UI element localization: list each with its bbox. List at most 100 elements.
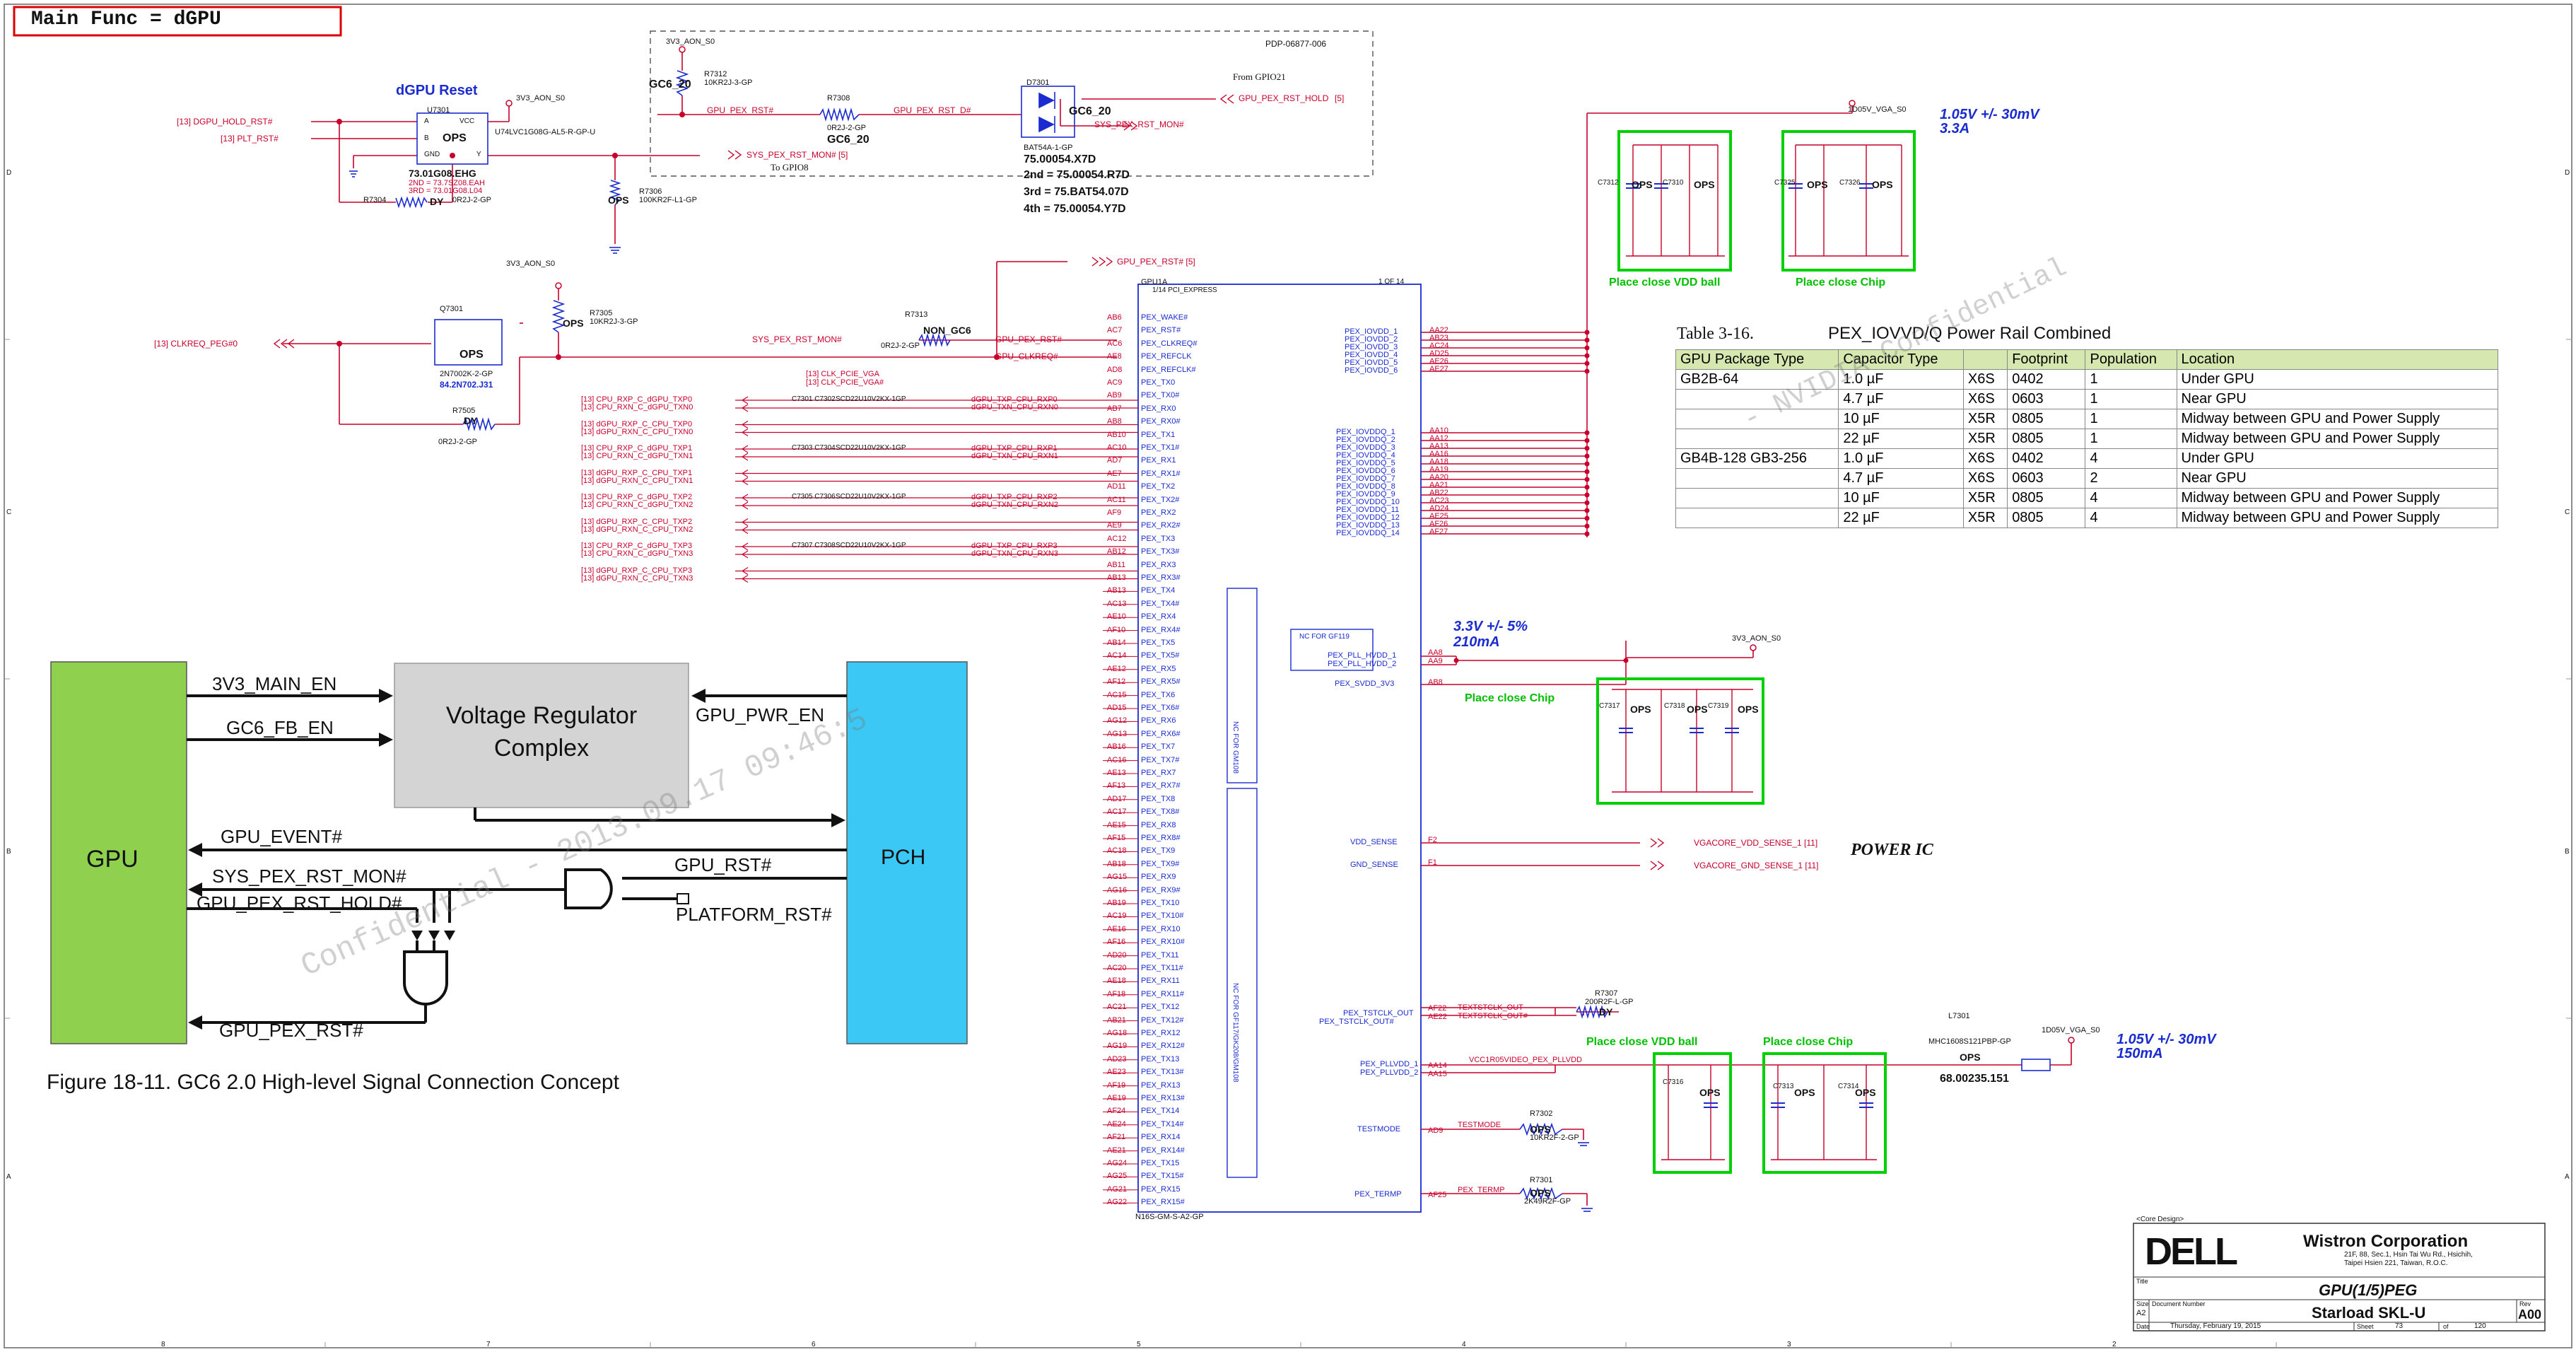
gpu-pin-signal: PEX_RX14# bbox=[1141, 1146, 1185, 1155]
gpu-pin-number: AC7 bbox=[1107, 326, 1123, 335]
gpu-pin-signal: PEX_RX10# bbox=[1141, 938, 1185, 947]
lane-net-n: [13] CPU_RXN_C_dGPU_TXN2 bbox=[581, 501, 693, 509]
gpu-pin-signal: PEX_TX11 bbox=[1141, 950, 1179, 960]
rail-pll-label: 1D05V_VGA_S0 bbox=[2042, 1026, 2100, 1035]
lane-arrow bbox=[741, 525, 749, 535]
gpu-pin-number: AE19 bbox=[1107, 1094, 1126, 1102]
gc6-3v3: 3V3_AON_S0 bbox=[666, 37, 715, 46]
table-cell: 10 µF bbox=[1838, 409, 1964, 429]
iovddq-pin: PEX_IOVDDQ_7 bbox=[1336, 474, 1395, 483]
gpu-pin-signal: PEX_RX6# bbox=[1141, 729, 1181, 738]
table-cell: 1 bbox=[2085, 389, 2177, 409]
gpu-pin-signal: PEX_RX9# bbox=[1141, 885, 1181, 894]
net-gpu-pex-rst: GPU_PEX_RST# bbox=[995, 334, 1062, 344]
cap-c7310: C7310 bbox=[1663, 179, 1684, 187]
gpu-pin-number: AF21 bbox=[1107, 1133, 1126, 1142]
gpu-chip-name: GPU1A bbox=[1141, 278, 1168, 286]
iovddq-pin: PEX_IOVDDQ_5 bbox=[1336, 459, 1395, 467]
fig-gc6-fb-en: GC6_FB_EN bbox=[226, 717, 334, 738]
table-cell: X6S bbox=[1962, 448, 2008, 469]
fig-gpu-pex-rst-hold: GPU_PEX_RST_HOLD# bbox=[197, 892, 402, 914]
lane-gpu-net-p: dGPU_TXP_CPU_RXP0 bbox=[971, 395, 1058, 404]
lane-net-n: [13] dGPU_RXN_C_CPU_TXN0 bbox=[581, 427, 693, 436]
border-letter-b-right: B bbox=[2565, 848, 2570, 856]
table-cell bbox=[1675, 488, 1839, 508]
q7301-code: 84.2N702.J31 bbox=[440, 380, 493, 390]
gpu-pin-number: AB8 bbox=[1107, 417, 1122, 426]
lane-gpu-net-p: dGPU_TXP_CPU_RXP3 bbox=[971, 542, 1058, 550]
gpu-pin-signal: PEX_TX14# bbox=[1141, 1119, 1184, 1129]
border-letter-b: B bbox=[6, 848, 11, 856]
iovddq-pin: PEX_IOVDDQ_11 bbox=[1336, 506, 1400, 514]
gpu-pin-signal: PEX_TX2# bbox=[1141, 495, 1180, 504]
curr-1v05: 3.3A bbox=[1940, 121, 1970, 136]
svdd-pin: PEX_SVDD_3V3 bbox=[1335, 680, 1395, 688]
r-pin-3: AA14 bbox=[1428, 1061, 1447, 1070]
r7305-ops: OPS bbox=[563, 317, 584, 329]
lane-arrow bbox=[741, 404, 749, 412]
gpu-pin-number: AC20 bbox=[1107, 964, 1127, 972]
net-gpu-clkreq: GPU_CLKREQ# bbox=[995, 351, 1058, 361]
gpu-pin-signal: PEX_RX6 bbox=[1141, 716, 1176, 725]
cap-ops-3: OPS bbox=[1807, 179, 1828, 190]
u7301-code2: 2ND = 73.7SZ08.EAH bbox=[409, 179, 485, 187]
to-gpio-note: To GPIO8 bbox=[771, 162, 809, 173]
iovddq-pin-number: AF26 bbox=[1429, 520, 1448, 528]
lane-arrow bbox=[741, 445, 749, 453]
table-cell: 4 bbox=[2085, 488, 2177, 508]
iovddq-pin-number: AA20 bbox=[1429, 473, 1448, 482]
iovddq-pin-number: AD24 bbox=[1429, 504, 1449, 513]
gpu-pin-number: AE24 bbox=[1107, 1119, 1126, 1129]
place-close-vdd-ball-1: Place close VDD ball bbox=[1609, 276, 1721, 289]
lane-net-p: [13] dGPU_RXP_C_CPU_TXP0 bbox=[581, 419, 693, 429]
gpu-chip-sub: 1/14 PCI_EXPRESS bbox=[1152, 286, 1217, 294]
iovddq-pin: PEX_IOVDDQ_14 bbox=[1336, 529, 1400, 537]
docnum-lbl: Document Number bbox=[2152, 1300, 2206, 1307]
iovdd-pin-number: AA22 bbox=[1429, 326, 1448, 334]
gpu-pin-signal: PEX_TX10 bbox=[1141, 899, 1180, 907]
table-header-cell: Location bbox=[2176, 349, 2498, 370]
gpu-pin-signal: PEX_RX5# bbox=[1141, 677, 1181, 687]
table-cell: 4.7 µF bbox=[1838, 389, 1964, 409]
sheet-num: 73 bbox=[2395, 1322, 2404, 1330]
nc-gf119-label: NC FOR GF119 bbox=[1299, 633, 1350, 641]
r7307-dy: DY bbox=[1599, 1006, 1613, 1018]
gpu-pin-number: AF18 bbox=[1107, 989, 1126, 998]
border-letter-c-right: C bbox=[2565, 508, 2570, 516]
iovddq-pin-number: AA13 bbox=[1429, 442, 1448, 450]
gpu-pin-number: AB19 bbox=[1107, 899, 1126, 907]
cap-ops-10: OPS bbox=[1855, 1087, 1876, 1098]
gpu-pin-signal: PEX_RX15 bbox=[1141, 1184, 1181, 1194]
gpu-pin-signal: PEX_RX0# bbox=[1141, 417, 1181, 426]
gpu-pin-signal: PEX_RX2# bbox=[1141, 521, 1181, 530]
iovddq-pin: PEX_IOVDDQ_2 bbox=[1336, 436, 1395, 444]
fig-platform-rst: PLATFORM_RST# bbox=[676, 904, 832, 925]
gpu-pin-number: AE10 bbox=[1107, 612, 1126, 622]
gpu-pin-number: AC6 bbox=[1107, 339, 1123, 348]
gpu-pin-number: AB18 bbox=[1107, 859, 1126, 868]
table-cell: 0805 bbox=[2007, 429, 2086, 449]
gpu-pin-signal: PEX_TX6# bbox=[1141, 704, 1180, 712]
lane-gpu-net-n: dGPU_TXN_CPU_RXN1 bbox=[971, 452, 1058, 460]
gpu-pin-signal: PEX_TX0 bbox=[1141, 378, 1176, 387]
q7301-part: 2N7002K-2-GP bbox=[440, 370, 493, 378]
table-cell: Midway between GPU and Power Supply bbox=[2176, 508, 2498, 528]
gpu-pin-number: AC11 bbox=[1107, 495, 1126, 504]
border-letter-c: C bbox=[6, 508, 12, 516]
bat54-code2: 2nd = 75.00054.R7D bbox=[1024, 169, 1130, 181]
vdd-sense-pin: VDD_SENSE bbox=[1350, 838, 1398, 846]
dgpu-hold-rst-net: [13] DGPU_HOLD_RST# bbox=[177, 117, 273, 127]
gpu-pin-number: AG22 bbox=[1107, 1198, 1128, 1207]
size-value: A2 bbox=[2136, 1309, 2146, 1317]
gpu-chip-of: 1 OF 14 bbox=[1378, 278, 1405, 286]
table-cell: X6S bbox=[1962, 468, 2008, 489]
gpu-pin-number: AE13 bbox=[1107, 769, 1126, 777]
plt-rst-net: [13] PLT_RST# bbox=[221, 134, 279, 144]
lane-arrow bbox=[741, 566, 749, 576]
gpu-pin-signal: PEX_TX13# bbox=[1141, 1068, 1184, 1077]
company-addr1: 21F, 88, Sec.1, Hsin Tai Wu Rd., Hsichih… bbox=[2344, 1251, 2473, 1259]
cap-c7314: C7314 bbox=[1838, 1083, 1859, 1090]
lane-arrow bbox=[741, 518, 749, 527]
gpu-pin-signal: PEX_RX7 bbox=[1141, 769, 1176, 777]
